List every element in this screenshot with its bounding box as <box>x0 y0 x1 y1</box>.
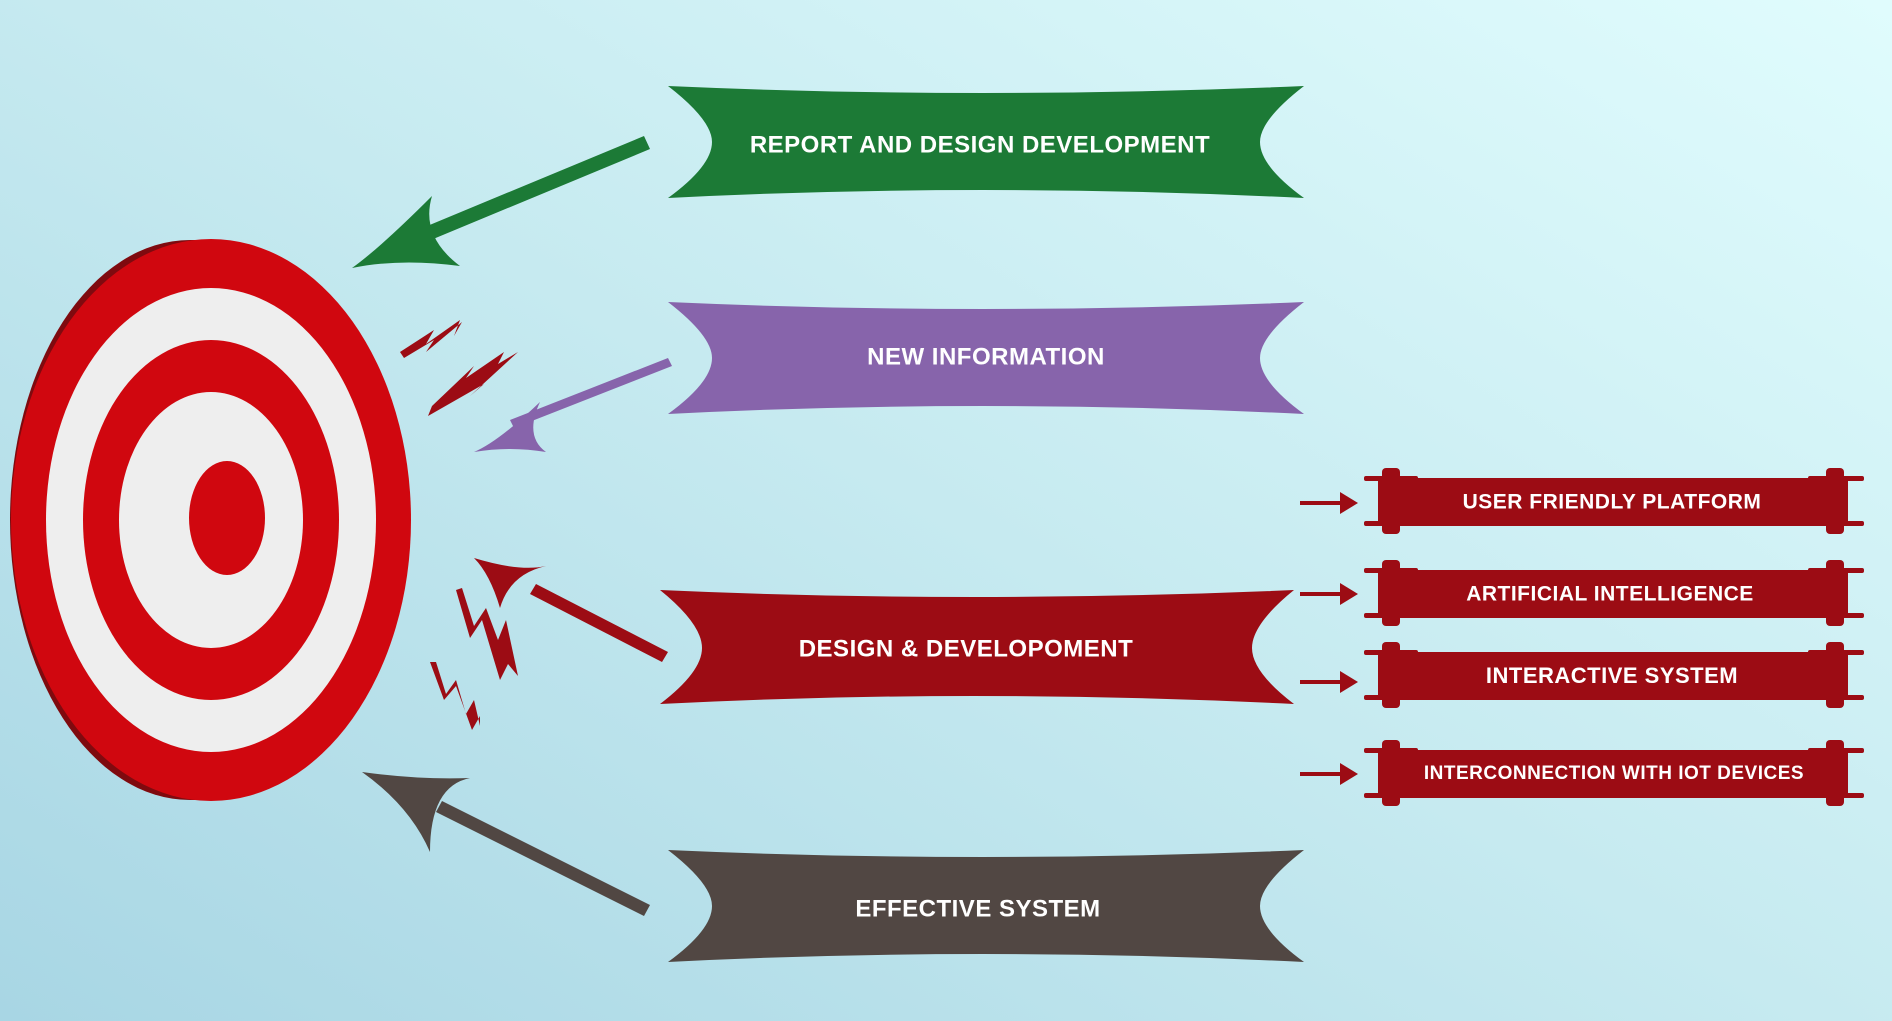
banner-new-info-label: NEW INFORMATION <box>867 343 1105 370</box>
sub-arrow-3 <box>1300 671 1358 693</box>
banner-design: DESIGN & DEVELOPOMENT <box>660 590 1294 704</box>
sub-arrow-4 <box>1300 763 1358 785</box>
arrowhead-icon <box>474 558 546 608</box>
scroll-rod-icon <box>1826 468 1844 534</box>
arrowhead-icon <box>362 772 470 852</box>
sub-item-interactive: INTERACTIVE SYSTEM <box>1364 642 1864 708</box>
arrowhead-icon <box>1340 583 1358 605</box>
scroll-rod-icon <box>1826 740 1844 806</box>
arrowhead-icon <box>474 402 546 452</box>
sub-arrows <box>1300 492 1358 785</box>
zigzag-icon <box>400 320 462 358</box>
target-center <box>189 461 265 575</box>
banner-report-label: REPORT AND DESIGN DEVELOPMENT <box>750 131 1210 158</box>
scroll-rod-icon <box>1382 740 1400 806</box>
banner-design-label: DESIGN & DEVELOPOMENT <box>799 635 1134 662</box>
arrow-report <box>352 136 650 268</box>
scroll-rod-icon <box>1382 560 1400 626</box>
sub-arrow-1 <box>1300 492 1358 514</box>
arrow-new-info <box>474 358 672 452</box>
sub-item-user-friendly: USER FRIENDLY PLATFORM <box>1364 468 1864 534</box>
scroll-rod-icon <box>1826 642 1844 708</box>
banner-effective-label: EFFECTIVE SYSTEM <box>855 895 1100 922</box>
impact-marks <box>400 320 518 730</box>
arrowhead-icon <box>1340 671 1358 693</box>
zigzag-icon <box>428 352 518 416</box>
arrowhead-icon <box>352 196 460 268</box>
scroll-rod-icon <box>1382 642 1400 708</box>
bullseye-target-icon <box>10 239 411 801</box>
arrowhead-icon <box>1340 492 1358 514</box>
arrowhead-icon <box>1340 763 1358 785</box>
zigzag-icon <box>456 588 518 680</box>
scroll-rod-icon <box>1382 468 1400 534</box>
sub-item-iot: INTERCONNECTION WITH IOT DEVICES <box>1364 740 1864 806</box>
scroll-rod-icon <box>1826 560 1844 626</box>
sub-arrow-2 <box>1300 583 1358 605</box>
sub-item-label: ARTIFICIAL INTELLIGENCE <box>1466 583 1754 606</box>
banner-new-info: NEW INFORMATION <box>668 302 1304 414</box>
arrow-effective <box>362 772 650 916</box>
sub-item-label: INTERCONNECTION WITH IOT DEVICES <box>1424 763 1804 784</box>
banner-report: REPORT AND DESIGN DEVELOPMENT <box>668 86 1304 198</box>
sub-item-label: INTERACTIVE SYSTEM <box>1486 663 1738 688</box>
zigzag-icon <box>430 662 480 730</box>
banner-effective: EFFECTIVE SYSTEM <box>668 850 1304 962</box>
sub-item-label: USER FRIENDLY PLATFORM <box>1463 491 1762 514</box>
sub-item-ai: ARTIFICIAL INTELLIGENCE <box>1364 560 1864 626</box>
arrow-design <box>474 558 668 662</box>
